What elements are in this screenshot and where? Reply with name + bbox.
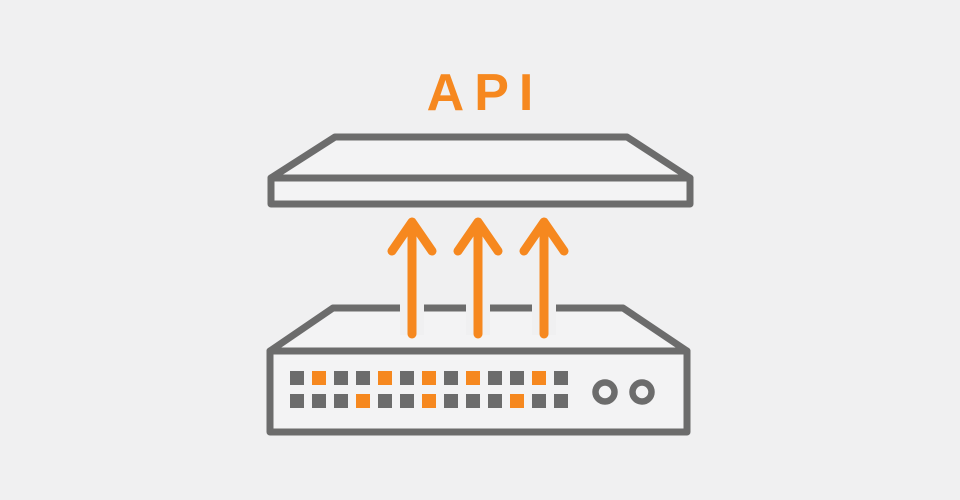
port-circle <box>592 379 618 405</box>
led-square-gray <box>334 394 348 408</box>
up-arrow-head <box>453 217 503 256</box>
led-square-orange <box>356 394 370 408</box>
up-arrow-head <box>387 217 437 256</box>
led-square-orange <box>510 394 524 408</box>
api-layer-front-face <box>267 174 694 208</box>
led-grid <box>290 371 568 408</box>
up-arrow-head <box>519 217 569 256</box>
led-square-orange <box>312 371 326 385</box>
led-square-gray <box>290 371 304 385</box>
led-square-gray <box>488 394 502 408</box>
led-square-gray <box>444 394 458 408</box>
api-layer-shape <box>267 133 694 208</box>
api-layer-top-face <box>267 133 694 182</box>
led-square-gray <box>532 394 546 408</box>
led-square-gray <box>290 394 304 408</box>
led-square-gray <box>510 371 524 385</box>
switch-front-face <box>266 347 691 436</box>
led-square-orange <box>422 371 436 385</box>
led-square-gray <box>312 394 326 408</box>
led-square-gray <box>378 394 392 408</box>
led-square-gray <box>488 371 502 385</box>
led-square-orange <box>378 371 392 385</box>
led-square-orange <box>422 394 436 408</box>
led-square-gray <box>466 394 480 408</box>
led-square-gray <box>334 371 348 385</box>
led-square-gray <box>554 394 568 408</box>
led-square-gray <box>444 371 458 385</box>
led-square-gray <box>356 371 370 385</box>
port-circles <box>592 379 655 405</box>
port-circle <box>629 379 655 405</box>
arrows-group <box>387 217 569 339</box>
led-square-gray <box>554 371 568 385</box>
led-square-gray <box>400 394 414 408</box>
led-square-gray <box>400 371 414 385</box>
api-label: API <box>426 64 544 122</box>
led-square-orange <box>466 371 480 385</box>
led-square-orange <box>532 371 546 385</box>
